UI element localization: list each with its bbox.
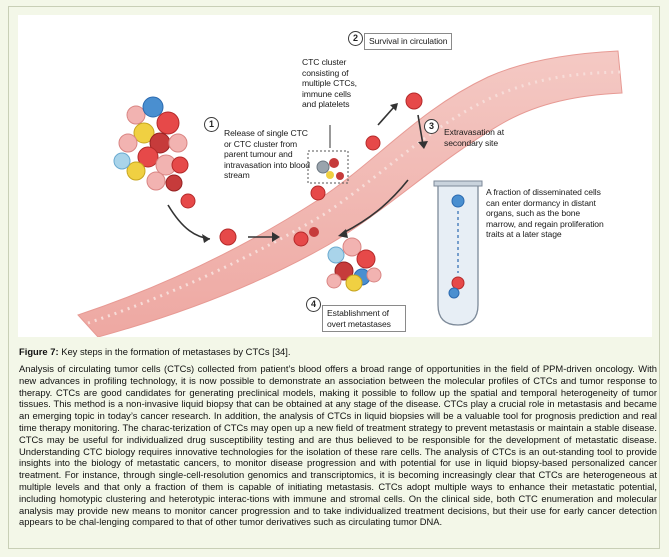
step-badge-1: 1 (204, 117, 219, 132)
metastasis-illustration (77, 50, 623, 337)
figure-caption: Figure 7: Key steps in the formation of … (19, 346, 655, 357)
dormancy-note: A fraction of disseminated cells can ent… (486, 187, 604, 240)
step-label-4: Establishment of overt metastases (322, 305, 406, 333)
caption-text: Key steps in the formation of metastases… (61, 346, 291, 357)
step-label-3: Extravasation at secondary site (444, 127, 505, 148)
cluster-note: CTC cluster consisting of multiple CTCs,… (302, 57, 357, 110)
step-label-2: Survival in circulation (364, 33, 453, 50)
step-label-1: Release of single CTC or CTC cluster fro… (224, 128, 310, 181)
step-badge-3: 3 (424, 119, 439, 134)
bone-marrow-tube (433, 180, 483, 326)
body-paragraph: Analysis of circulating tumor cells (CTC… (19, 363, 657, 528)
step-badge-2: 2 (348, 31, 363, 46)
metastasis-figure: 1 Release of single CTC or CTC cluster f… (18, 15, 652, 337)
metastasis-cluster (326, 237, 382, 292)
step-badge-4: 4 (306, 297, 321, 312)
caption-label: Figure 7: (19, 346, 59, 357)
primary-tumour (113, 96, 196, 209)
article-frame: 1 Release of single CTC or CTC cluster f… (8, 6, 660, 549)
